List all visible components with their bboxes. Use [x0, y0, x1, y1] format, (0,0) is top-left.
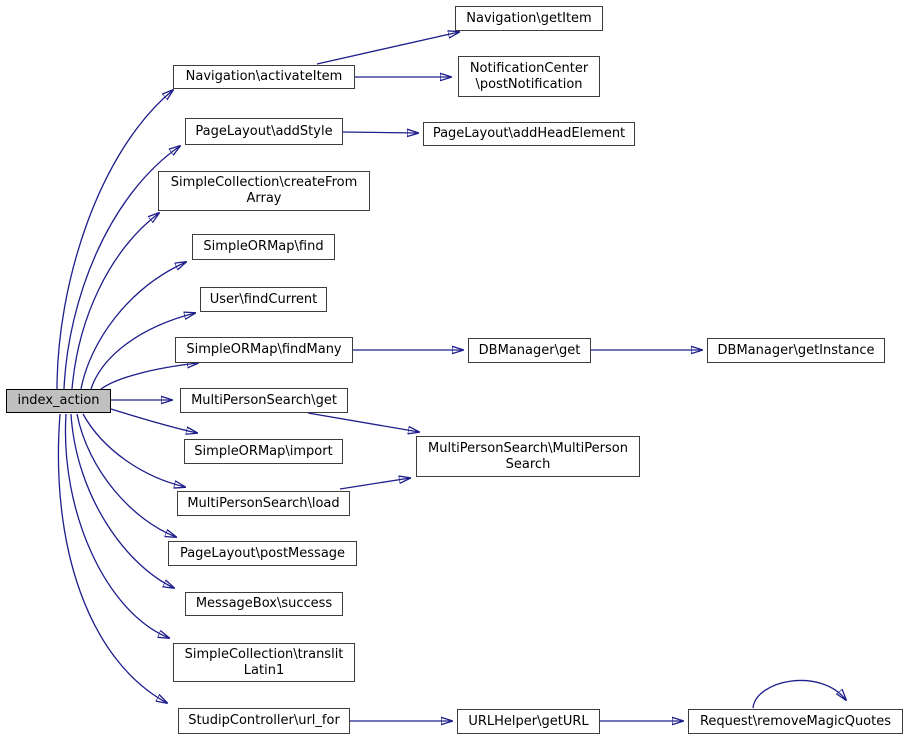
- edge-index_action-to-findmany: [100, 363, 198, 390]
- edge-index_action-to-createfromarray: [71, 213, 159, 390]
- node-simpleormap-import[interactable]: SimpleORMap\import: [184, 439, 343, 464]
- edge-activateitem-to-getitem: [316, 32, 459, 65]
- node-urlhelper-geturl[interactable]: URLHelper\getURL: [457, 709, 600, 734]
- edge-index_action-to-activateitem: [56, 90, 173, 390]
- node-request-removemagicquotes[interactable]: Request\removeMagicQuotes: [688, 709, 903, 734]
- node-user-findcurrent[interactable]: User\findCurrent: [200, 287, 327, 312]
- edge-index_action-to-postmessage: [76, 413, 176, 537]
- node-messagebox-success[interactable]: MessageBox\success: [185, 592, 343, 616]
- edge-index_action-to-url_for: [57, 413, 167, 703]
- node-simpleormap-find[interactable]: SimpleORMap\find: [192, 234, 335, 260]
- edge-load-to-multipersonsearch: [339, 478, 410, 490]
- node-simpleormap-findmany[interactable]: SimpleORMap\findMany: [175, 337, 353, 363]
- edge-index_action-to-load: [82, 413, 185, 487]
- node-multipersonsearch-get[interactable]: MultiPersonSearch\get: [180, 388, 348, 413]
- edge-mpsget-to-multipersonsearch: [307, 412, 419, 432]
- node-notificationcenter-postnotification[interactable]: NotificationCenter \postNotification: [458, 56, 600, 97]
- node-navigation-activateitem[interactable]: Navigation\activateItem: [173, 65, 355, 89]
- node-multipersonsearch-load[interactable]: MultiPersonSearch\load: [177, 491, 350, 516]
- edge-index_action-to-translitlatin1: [64, 413, 169, 638]
- node-multipersonsearch-constructor[interactable]: MultiPersonSearch\MultiPerson Search: [416, 436, 640, 477]
- edge-addstyle-to-addheadelement: [342, 132, 418, 133]
- node-index_action: index_action: [6, 389, 111, 413]
- edge-removemagicquotes-self-loop: [752, 679, 846, 709]
- edge-index_action-to-findcurrent: [90, 313, 195, 390]
- node-pagelayout-addheadelement[interactable]: PageLayout\addHeadElement: [423, 122, 635, 146]
- node-dbmanager-get[interactable]: DBManager\get: [468, 338, 591, 363]
- node-simplecollection-translitlatin1[interactable]: SimpleCollection\translit Latin1: [173, 643, 355, 682]
- edge-index_action-to-addstyle: [63, 146, 180, 390]
- node-simplecollection-createfromarray[interactable]: SimpleCollection\createFrom Array: [158, 171, 370, 211]
- edge-index_action-to-find: [80, 262, 186, 390]
- edge-index_action-to-import: [110, 408, 197, 433]
- node-studipcontroller-url_for[interactable]: StudipController\url_for: [178, 708, 350, 734]
- node-dbmanager-getinstance[interactable]: DBManager\getInstance: [707, 338, 885, 363]
- node-pagelayout-postmessage[interactable]: PageLayout\postMessage: [168, 541, 357, 566]
- node-pagelayout-addstyle[interactable]: PageLayout\addStyle: [185, 118, 343, 145]
- node-navigation-getitem[interactable]: Navigation\getItem: [455, 6, 603, 31]
- edge-index_action-to-success: [70, 413, 174, 588]
